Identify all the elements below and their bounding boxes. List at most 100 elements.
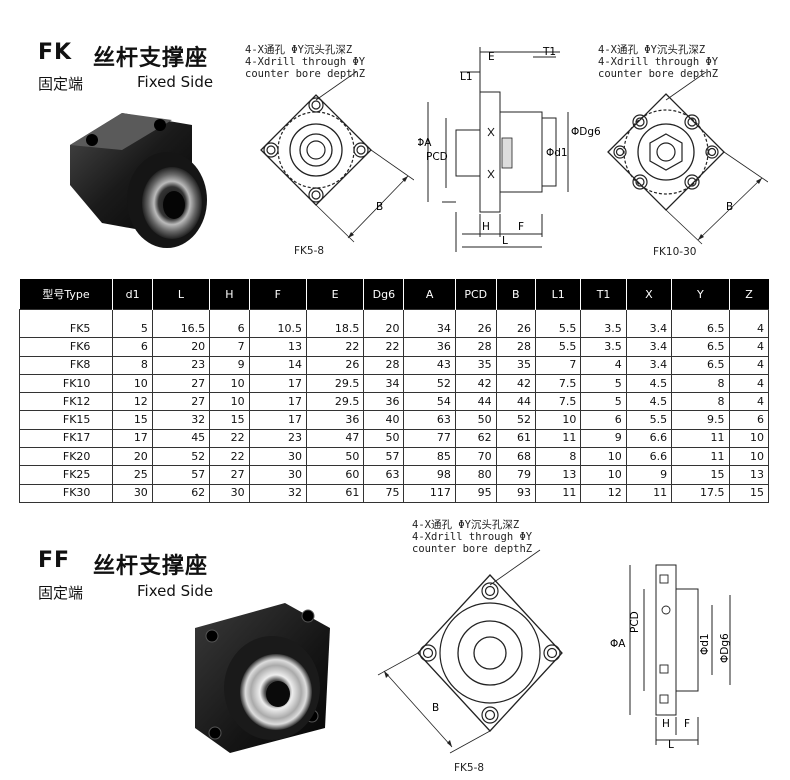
fk-dim-t1: T1 — [542, 46, 556, 58]
table-cell: 3.5 — [580, 337, 627, 357]
fk-side-label: Fixed Side — [137, 73, 214, 91]
table-cell: 10 — [112, 373, 153, 394]
table-cell: 5 — [112, 308, 153, 339]
model-cell: FK20 — [18, 447, 114, 467]
fk-caption-right: FK10-30 — [653, 246, 697, 258]
column-header: X — [625, 279, 672, 310]
table-cell: 11 — [625, 483, 673, 503]
ff-dim-h: H — [662, 718, 670, 730]
table-cell: 11 — [671, 428, 730, 449]
column-header: Y — [671, 279, 729, 310]
table-cell: 22 — [305, 337, 365, 357]
table-cell: 6.6 — [625, 428, 673, 449]
column-header: H — [209, 279, 250, 310]
table-cell: 15 — [209, 410, 250, 430]
table-cell: 77 — [403, 428, 456, 449]
table-cell: 34 — [403, 308, 456, 339]
table-cell: 10 — [728, 447, 769, 467]
table-cell: 18.5 — [305, 308, 365, 339]
table-cell: 85 — [403, 447, 456, 467]
table-cell: 22 — [209, 428, 250, 449]
table-cell: 42 — [495, 373, 537, 394]
table-cell: 93 — [495, 483, 537, 503]
fk-front-view-large: B — [607, 72, 768, 245]
fk-note-right: 4-X通孔 ΦY沉头孔深Z 4-Xdrill through ΦY counte… — [598, 44, 718, 80]
table-cell: 80 — [454, 465, 497, 485]
fk-note-right-3: counter bore depthZ — [598, 68, 719, 80]
table-cell: 3.4 — [625, 337, 673, 357]
table-cell: 9 — [625, 465, 673, 485]
table-cell: 63 — [403, 410, 456, 430]
table-cell: 8 — [534, 447, 582, 467]
table-cell: 44 — [454, 392, 497, 412]
model-cell: FK15 — [18, 410, 114, 430]
column-header: F — [248, 279, 307, 310]
fk-end-label: 固定端 — [38, 75, 84, 93]
ff-note-2: 4-Xdrill through ΦY — [412, 531, 533, 543]
table-cell: 62 — [151, 483, 211, 503]
column-header: B — [495, 279, 536, 310]
table-cell: 54 — [403, 392, 456, 412]
table-cell: 36 — [363, 392, 405, 412]
fk-note-left-3: counter bore depthZ — [245, 68, 366, 80]
table-cell: 23 — [151, 355, 211, 375]
fk-code: FK — [38, 40, 73, 65]
fk-dim-pcd: PCD — [426, 151, 448, 163]
table-cell: 40 — [363, 410, 405, 430]
table-cell: 30 — [112, 483, 153, 503]
table-cell: 26 — [454, 308, 497, 339]
fk-side-view: E T1 L1 ΦA PCD ΦDg6 Φd1 H F L — [418, 46, 601, 252]
table-cell: 30 — [248, 447, 307, 467]
ff-note: 4-X通孔 ΦY沉头孔深Z 4-Xdrill through ΦY counte… — [412, 519, 532, 555]
table-cell: 9 — [209, 355, 250, 375]
ff-dim-phid1: Φd1 — [699, 633, 711, 655]
table-cell: 6.6 — [625, 447, 673, 467]
fk-dim-phid1: Φd1 — [546, 147, 568, 159]
table-cell: 12 — [580, 483, 627, 503]
table-cell: 5 — [580, 373, 627, 394]
table-cell: 34 — [363, 373, 405, 394]
column-header: E — [305, 279, 364, 310]
table-cell: 4 — [728, 373, 769, 394]
table-cell: 8 — [671, 373, 730, 394]
fk-note-right-2: 4-Xdrill through ΦY — [598, 56, 719, 68]
table-cell: 6 — [580, 410, 627, 430]
table-cell: 10 — [209, 392, 250, 412]
ff-note-1: 4-X通孔 ΦY沉头孔深Z — [412, 519, 520, 531]
table-cell: 5.5 — [625, 410, 673, 430]
table-cell: 17 — [112, 428, 153, 449]
table-cell: 35 — [495, 355, 537, 375]
table-cell: 25 — [112, 465, 153, 485]
table-cell: 13 — [248, 337, 307, 357]
column-header: L — [151, 279, 210, 310]
fk-dim-l1: L1 — [460, 71, 473, 83]
table-cell: 6 — [728, 410, 769, 430]
table-cell: 6 — [209, 308, 250, 339]
table-cell: 5 — [580, 392, 627, 412]
table-cell: 63 — [363, 465, 405, 485]
fk-dim-h: H — [482, 221, 490, 233]
table-cell: 6.5 — [671, 337, 730, 357]
table-cell: 75 — [363, 483, 405, 503]
table-cell: 5.5 — [534, 337, 582, 357]
table-cell: 11 — [534, 428, 582, 449]
table-cell: 6.5 — [671, 355, 730, 375]
ff-dim-b: B — [432, 702, 439, 714]
table-cell: 45 — [151, 428, 211, 449]
column-header: T1 — [580, 279, 627, 310]
ff-name: 丝杆支撑座 — [93, 554, 209, 579]
fk-caption-left: FK5-8 — [294, 245, 325, 257]
table-cell: 9.5 — [671, 410, 730, 430]
fk-dim-phidg6: ΦDg6 — [571, 126, 601, 138]
table-cell: 4 — [728, 308, 769, 339]
table-cell: 3.5 — [580, 308, 627, 339]
table-cell: 13 — [534, 465, 582, 485]
fk-front-view-small: B — [260, 72, 414, 243]
table-cell: 26 — [495, 308, 537, 339]
ff-note-3: counter bore depthZ — [412, 543, 533, 555]
